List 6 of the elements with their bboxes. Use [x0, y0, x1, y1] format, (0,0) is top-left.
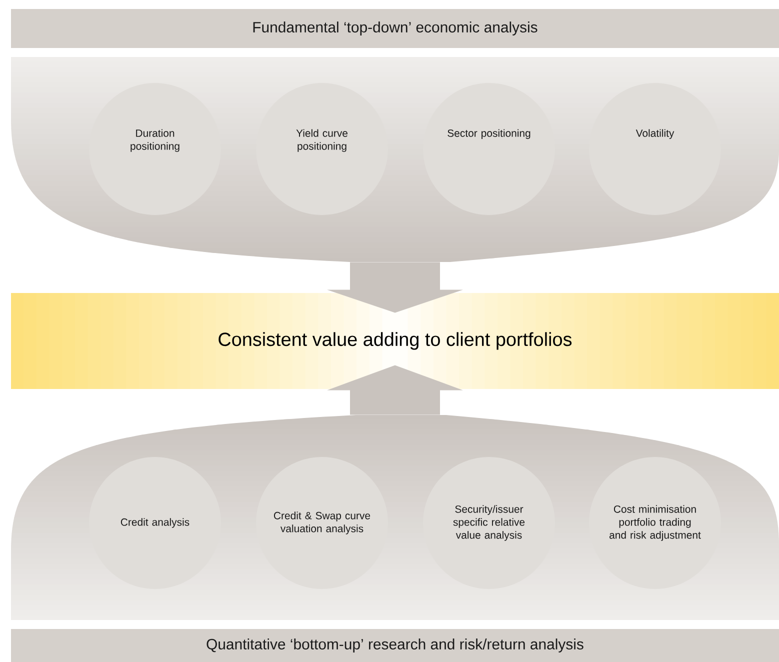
heading-band: Fundamental ‘top-down’ economic analysis — [11, 9, 779, 48]
result-band: Consistent value adding to client portfolios — [11, 293, 779, 389]
heading-band: Quantitative ‘bottom-up’ research and risk/return analysis — [11, 629, 779, 662]
arrow — [327, 262, 463, 313]
node-label: Consistent value adding to client portfolios — [218, 332, 572, 350]
arrow — [327, 365, 463, 415]
